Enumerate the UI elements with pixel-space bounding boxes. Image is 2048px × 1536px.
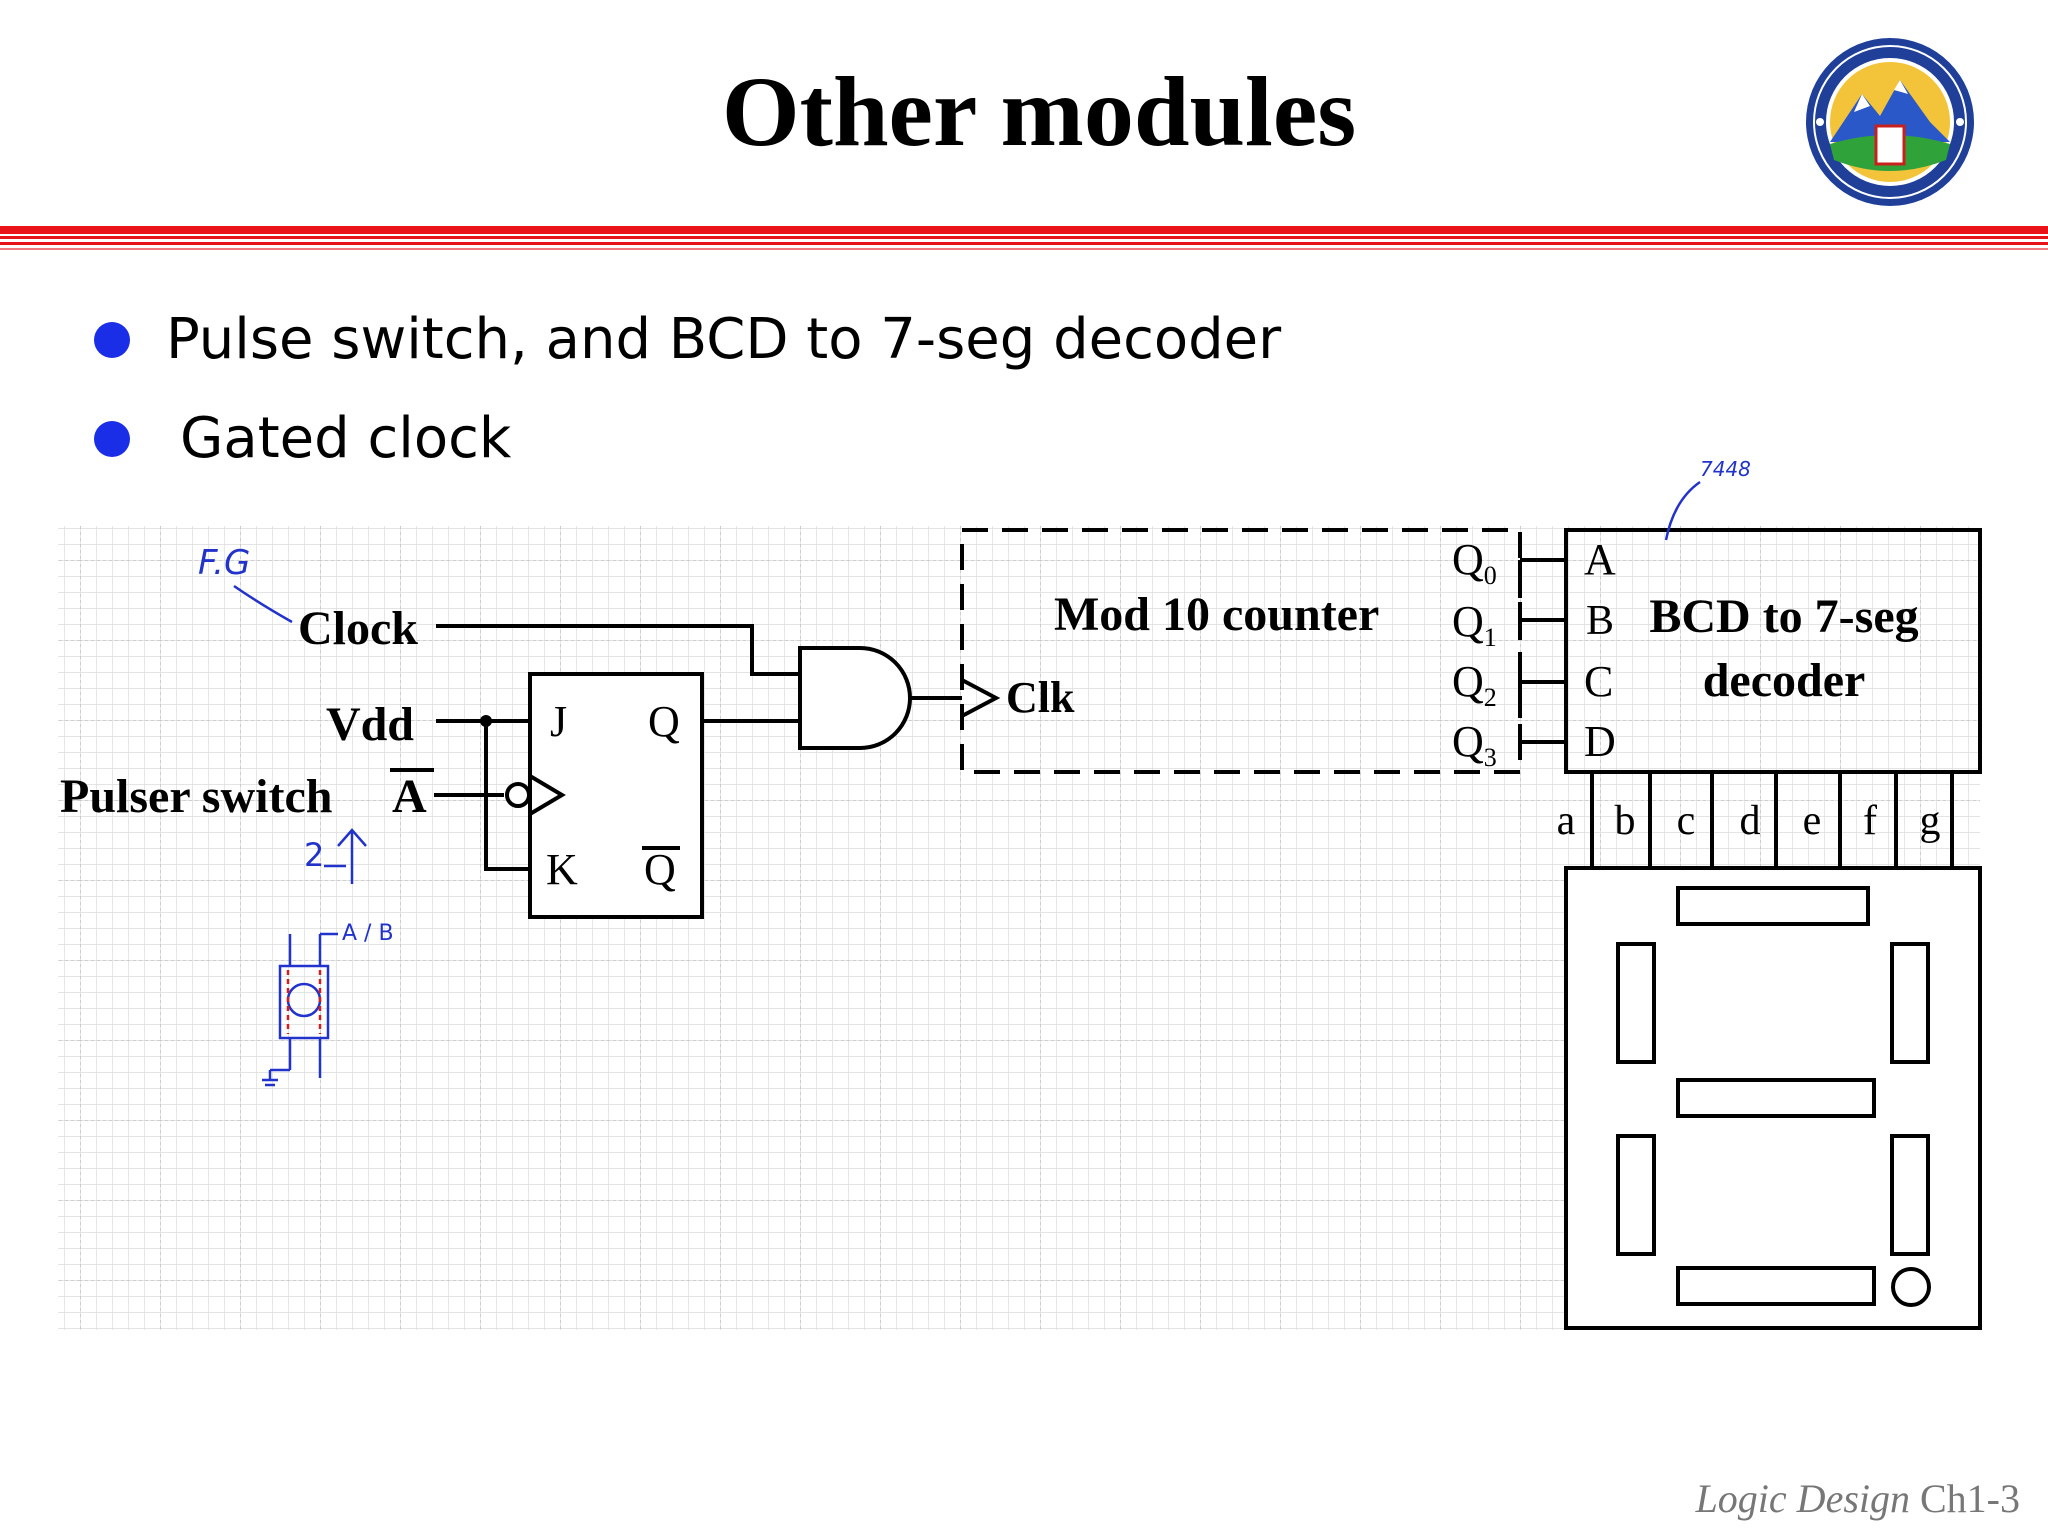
segment-label-b: b — [1615, 798, 1636, 844]
clock-wire — [436, 624, 800, 676]
bullet-dot-icon — [94, 321, 130, 358]
annotation-part-pointer — [1664, 480, 1701, 541]
decoder-title-line2: decoder — [1703, 654, 1866, 707]
bullet-dot-icon — [94, 420, 130, 457]
counter-q0: Q0 — [1452, 535, 1497, 590]
bcd-decoder-box — [1564, 528, 1982, 774]
decoder-input-b: B — [1586, 598, 1614, 644]
counter-q1: Q1 — [1452, 597, 1497, 652]
decoder-title-line1: BCD to 7-seg — [1649, 590, 1918, 643]
rising-edge-arrow — [324, 828, 367, 884]
segment-label-c: c — [1677, 798, 1696, 844]
segment-label-f: f — [1863, 798, 1877, 844]
display-segments — [1616, 886, 1931, 1307]
decoder-input-d: D — [1584, 717, 1616, 766]
segment-c — [1890, 1134, 1930, 1256]
inversion-bubble — [505, 782, 531, 808]
header-rule-line — [0, 242, 2048, 245]
segment-g — [1676, 1078, 1876, 1118]
pulser-switch-label: Pulser switch — [60, 770, 332, 823]
pushbutton-sketch — [262, 932, 338, 1087]
bullet-text: Pulse switch, and BCD to 7-seg decoder — [166, 307, 1282, 372]
decoder-input-a: A — [1584, 535, 1616, 584]
decoder-input-c: C — [1584, 657, 1613, 706]
diagram-labels: Clock Vdd Pulser switch A J K Q Q Mod 10… — [60, 535, 1941, 894]
segment-label-d: d — [1740, 798, 1761, 844]
decimal-point — [1891, 1267, 1931, 1307]
segment-e — [1616, 1134, 1656, 1256]
segment-b — [1890, 942, 1930, 1064]
clock-label: Clock — [298, 602, 418, 655]
jk-output-q: Q — [648, 697, 680, 746]
footer-chapter: Ch1-3 — [1920, 1476, 2020, 1521]
bullet-item: Gated clock — [94, 406, 511, 471]
flipflop-clock-triangle — [528, 774, 566, 816]
gated-clock-circuit — [390, 624, 1001, 919]
annotation-ab: A / B — [342, 921, 394, 946]
segment-d — [1676, 1266, 1876, 1306]
segment-label-e: e — [1803, 798, 1822, 844]
junction-dot — [480, 715, 492, 727]
counter-clk-label: Clk — [1006, 673, 1075, 722]
header-rule-line — [0, 236, 2048, 239]
pulser-signal-label: A — [392, 770, 427, 823]
bullet-item: Pulse switch, and BCD to 7-seg decoder — [94, 307, 1281, 372]
slide-title: Other modules — [721, 56, 1357, 167]
segment-f — [1616, 942, 1656, 1064]
segment-label-g: g — [1920, 798, 1941, 844]
annotation-fg: F.G — [198, 543, 250, 583]
segment-label-a: a — [1557, 798, 1576, 844]
annotation-fg-pointer — [233, 584, 293, 624]
annotation-part-number: 7448 — [1700, 457, 1751, 481]
slide-footer: Logic Design Ch1-3 — [1696, 1475, 2020, 1522]
header-rule — [0, 226, 2048, 234]
annotation-edge: 2 — [304, 836, 324, 874]
counter-outputs — [1518, 558, 1566, 760]
counter-label: Mod 10 counter — [1054, 588, 1379, 641]
counter-q3: Q3 — [1452, 717, 1497, 772]
counter-clock-triangle — [961, 678, 1001, 718]
university-logo — [1806, 38, 1974, 206]
segment-wires — [1590, 772, 1954, 868]
bullet-text: Gated clock — [180, 406, 512, 471]
vdd-label: Vdd — [326, 698, 414, 751]
handwritten-annotations: F.G 7448 2 A / B — [198, 457, 1751, 1087]
jk-input-j: J — [550, 697, 567, 746]
jk-output-qbar: Q — [644, 845, 676, 894]
footer-course: Logic Design — [1695, 1476, 1910, 1521]
jk-feedback-wire — [484, 721, 530, 871]
jk-input-k: K — [546, 845, 578, 894]
and-gate — [798, 646, 912, 750]
segment-a — [1676, 886, 1870, 926]
header-rule-line — [0, 248, 2048, 250]
counter-q2: Q2 — [1452, 657, 1497, 712]
